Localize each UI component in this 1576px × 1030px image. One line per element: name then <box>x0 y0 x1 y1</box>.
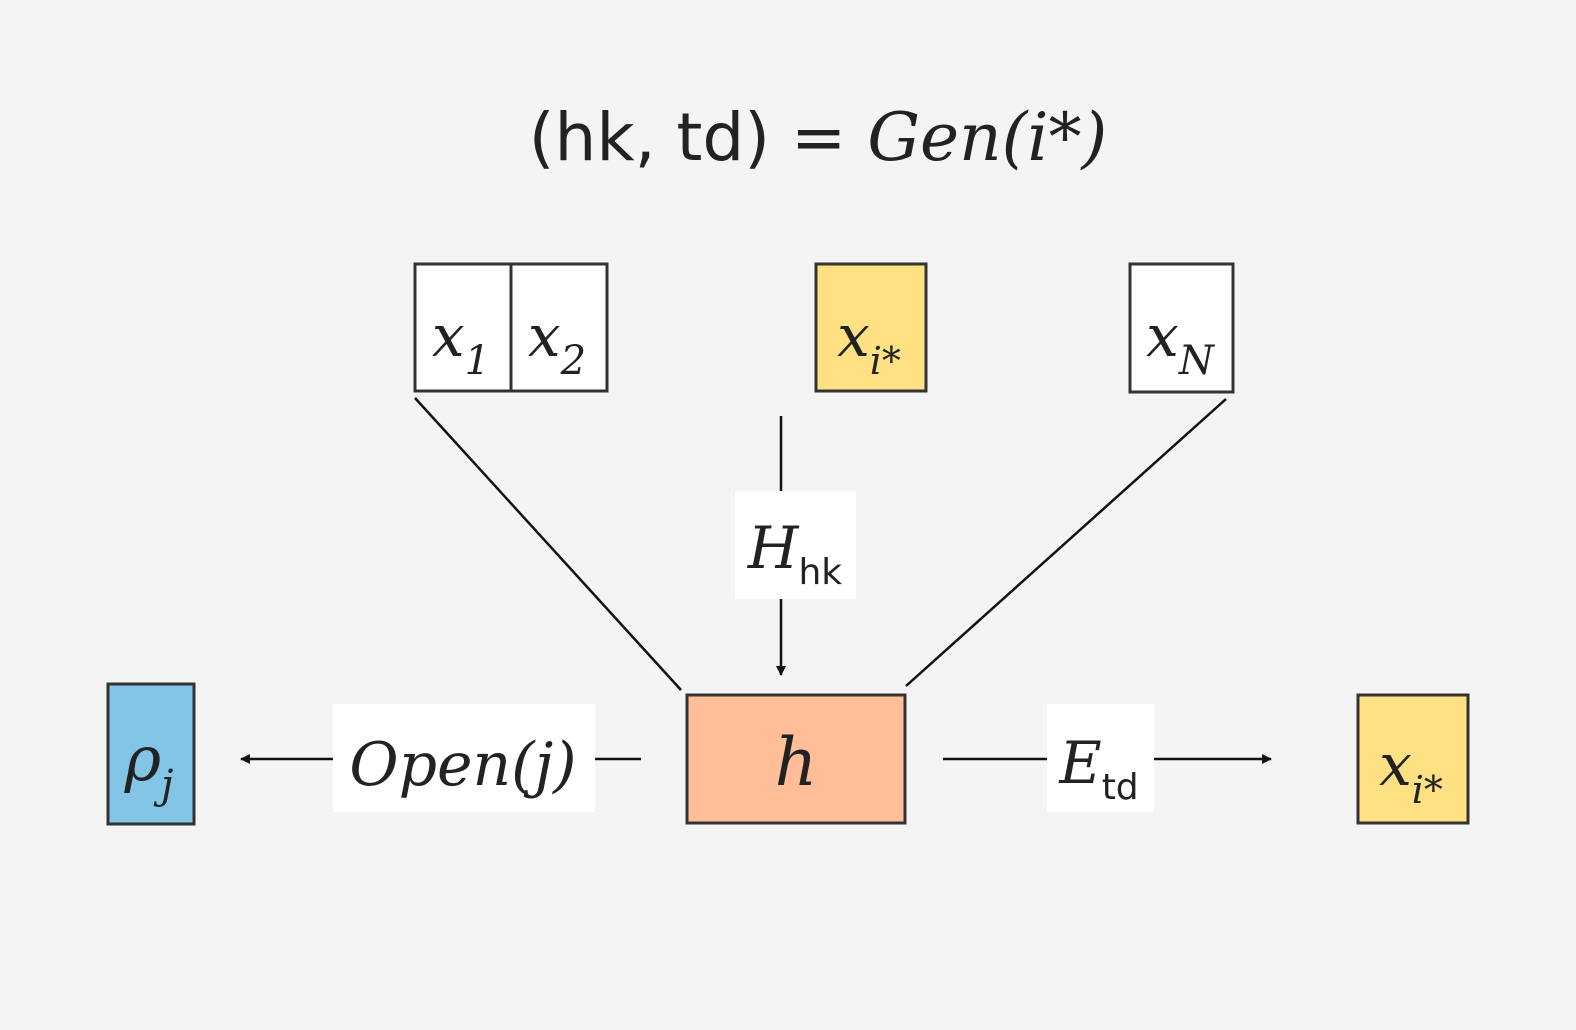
svg-text:xN: xN <box>1146 302 1216 384</box>
rho-j-box: ρj <box>106 682 196 826</box>
svg-text:Etd: Etd <box>1058 729 1138 808</box>
svg-text:xi*: xi* <box>837 302 901 383</box>
svg-text:x2: x2 <box>528 302 586 384</box>
title-formula: (hk, td) = Gen(i*) <box>529 99 1107 176</box>
svg-text:xi*: xi* <box>1379 731 1443 812</box>
output-xi-star: xi* <box>1356 693 1470 825</box>
edge-xn-to-h <box>905 398 1227 687</box>
title-func: Gen <box>867 99 1001 176</box>
open-label: Open(j) <box>333 704 595 812</box>
edge-x1-to-h <box>414 397 682 691</box>
input-xi-star: xi* <box>814 262 928 393</box>
svg-text:Hhk: Hhk <box>747 514 842 593</box>
svg-text:Open(j): Open(j) <box>349 730 576 800</box>
title-arg: (i*) <box>1002 99 1108 176</box>
svg-text:h: h <box>775 724 818 801</box>
svg-text:x1: x1 <box>432 302 490 384</box>
hash-function-label: Hhk <box>735 491 856 599</box>
input-x2: x2 <box>509 262 609 393</box>
title-prefix: (hk, td) = <box>529 99 868 176</box>
input-xn: xN <box>1128 262 1235 394</box>
extract-label: Etd <box>1047 704 1154 812</box>
hash-node-h: h <box>685 693 907 825</box>
input-x1: x1 <box>413 262 513 393</box>
